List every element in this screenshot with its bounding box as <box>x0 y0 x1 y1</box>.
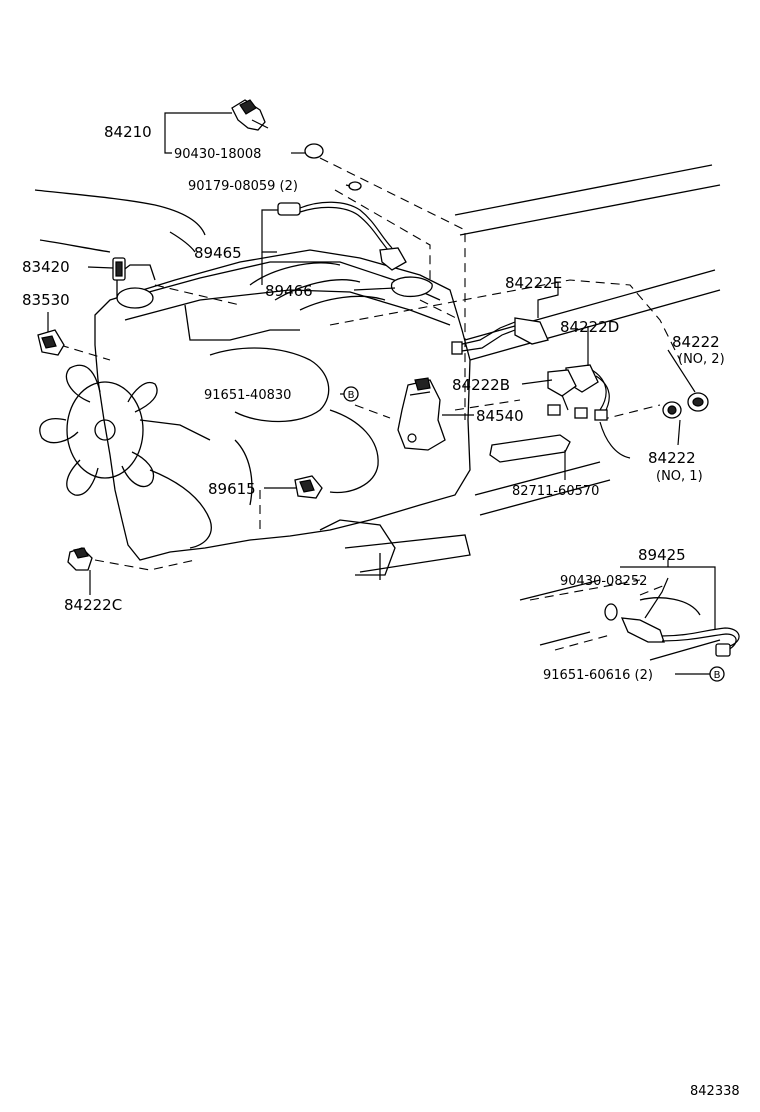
sensor-84222-no1-icon <box>662 401 682 419</box>
sensor-89615-icon <box>294 475 323 499</box>
label-90430-18008: 90430-18008 <box>174 147 261 162</box>
sensor-84222E-icon <box>451 317 549 355</box>
label-84222-no1-note: (NO, 1) <box>656 469 703 484</box>
switch-84540-icon <box>397 377 446 451</box>
label-83420: 83420 <box>22 258 70 276</box>
label-83530: 83530 <box>22 291 70 309</box>
sensor-84222-no2-icon <box>687 392 709 412</box>
sender-83420-icon <box>112 257 126 281</box>
installation-lines <box>59 157 681 651</box>
label-84210: 84210 <box>104 123 152 141</box>
label-84222-no1: 84222 <box>648 449 696 467</box>
label-84222-no2: 84222 <box>672 333 720 351</box>
switch-84222C-icon <box>67 547 93 571</box>
oxygen-sensor-89465-icon <box>277 201 407 271</box>
nut-90179-08059-icon <box>348 181 362 191</box>
label-84540: 84540 <box>476 407 524 425</box>
leader-lines <box>47 112 716 675</box>
gasket-89466-icon <box>390 276 433 298</box>
label-90430-08252: 90430-08252 <box>560 574 647 589</box>
label-84222D: 84222D <box>560 318 619 336</box>
label-89615: 89615 <box>208 480 256 498</box>
bolt-91651-60616-marker: B <box>709 666 725 682</box>
switch-84210-icon <box>231 99 269 131</box>
oxygen-sensor-89425-icon <box>620 617 740 657</box>
svg-text:B: B <box>714 670 721 681</box>
bracket-82711-60570-icon <box>489 434 571 463</box>
label-84222-no2-note: (NO, 2) <box>678 352 725 367</box>
label-89425: 89425 <box>638 546 686 564</box>
bolt-91651-40830-marker: B <box>343 386 359 402</box>
footer-code: 842338 <box>690 1084 740 1099</box>
switch-83530-icon <box>37 329 65 356</box>
engine-outline <box>34 164 721 661</box>
label-84222C: 84222C <box>64 596 122 614</box>
sensor-84222D-icon <box>565 364 610 421</box>
label-90179-08059: 90179-08059 (2) <box>188 179 298 194</box>
label-91651-60616: 91651-60616 (2) <box>543 668 653 683</box>
gasket-90430-18008-icon <box>304 143 324 159</box>
svg-text:B: B <box>348 390 355 401</box>
gasket-90430-08252-icon <box>604 603 618 621</box>
label-91651-40830: 91651-40830 <box>204 388 291 403</box>
label-82711-60570: 82711-60570 <box>512 484 599 499</box>
label-84222B: 84222B <box>452 376 510 394</box>
part-labels: 84210 90430-18008 90179-08059 (2) 89465 … <box>22 123 740 1099</box>
fan-icon <box>39 364 158 496</box>
label-89466: 89466 <box>265 282 313 300</box>
label-89465: 89465 <box>194 244 242 262</box>
sensor-84222B-icon <box>547 369 577 416</box>
label-84222E: 84222E <box>505 274 562 292</box>
